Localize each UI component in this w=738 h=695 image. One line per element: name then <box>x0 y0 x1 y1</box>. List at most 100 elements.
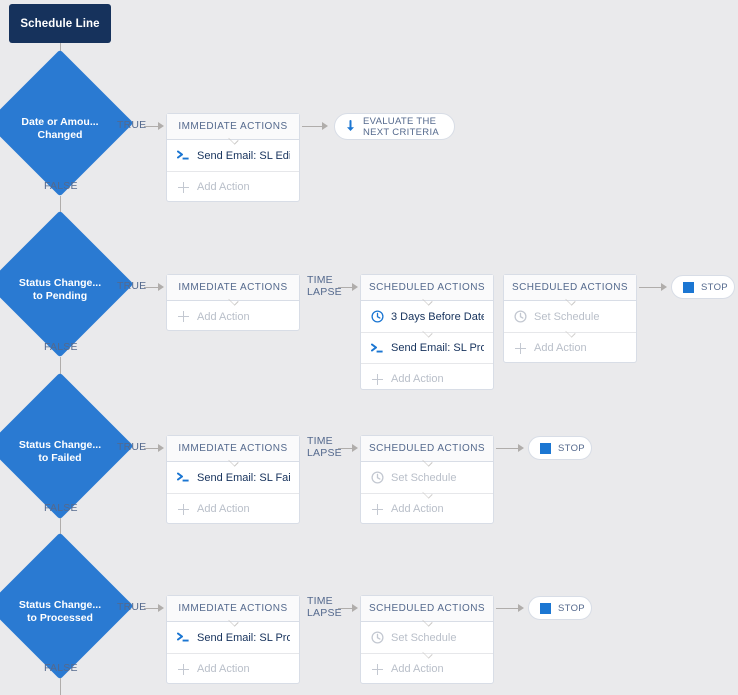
scheduled-actions-header-3: SCHEDULED ACTIONS <box>361 436 493 462</box>
stop-label: STOP <box>558 442 585 454</box>
start-node[interactable]: Schedule Line <box>9 4 111 43</box>
clock-icon <box>513 310 528 323</box>
add-action-button-2a[interactable]: Add Action <box>361 363 493 394</box>
apex-code-icon <box>176 632 191 643</box>
edge-label-true-4: TRUE <box>117 601 147 613</box>
connector-true-1 <box>144 126 160 127</box>
apex-code-icon <box>370 343 385 354</box>
immediate-actions-header-4: IMMEDIATE ACTIONS <box>167 596 299 622</box>
clock-icon <box>370 471 385 484</box>
stop-square-icon <box>540 602 551 614</box>
evaluate-next-criteria-label: EVALUATE THE NEXT CRITERIA <box>363 115 440 138</box>
clock-icon <box>370 310 385 323</box>
stop-button-2[interactable]: STOP <box>671 275 735 299</box>
plus-icon <box>513 342 528 354</box>
edge-label-true-1: TRUE <box>117 119 147 131</box>
stop-button-4[interactable]: STOP <box>528 596 592 620</box>
evaluate-next-criteria-button[interactable]: EVALUATE THE NEXT CRITERIA <box>334 113 455 140</box>
criteria-node-3[interactable] <box>0 372 134 520</box>
arrowhead-to-evaluate-1 <box>322 122 328 130</box>
set-schedule-button-3[interactable]: Set Schedule <box>361 462 493 493</box>
stop-square-icon <box>540 442 551 454</box>
immediate-actions-header-3: IMMEDIATE ACTIONS <box>167 436 299 462</box>
set-schedule-label: Set Schedule <box>391 471 457 484</box>
arrowhead-to-stop-3 <box>518 444 524 452</box>
immediate-actions-header-1: IMMEDIATE ACTIONS <box>167 114 299 140</box>
apex-code-icon <box>176 150 191 161</box>
arrow-down-icon <box>345 120 356 133</box>
arrowhead-time-lapse-2 <box>352 283 358 291</box>
add-action-button-2[interactable]: Add Action <box>167 301 299 332</box>
connector-to-evaluate-1 <box>302 126 324 127</box>
edge-label-time-lapse-4: TIME LAPSE <box>307 595 342 619</box>
add-action-button-2b[interactable]: Add Action <box>504 332 636 363</box>
plus-icon <box>176 181 191 193</box>
plus-icon <box>370 663 385 675</box>
clock-icon <box>370 631 385 644</box>
immediate-actions-header-2: IMMEDIATE ACTIONS <box>167 275 299 301</box>
plus-icon <box>176 503 191 515</box>
connector-time-lapse-4 <box>338 608 354 609</box>
arrowhead-time-lapse-4 <box>352 604 358 612</box>
action-item-4-1[interactable]: Send Email: SL Proc... <box>167 622 299 653</box>
add-action-button-1[interactable]: Add Action <box>167 171 299 202</box>
scheduled-actions-header-2b: SCHEDULED ACTIONS <box>504 275 636 301</box>
connector-time-lapse-3 <box>338 448 354 449</box>
add-action-button-4[interactable]: Add Action <box>167 653 299 684</box>
start-node-label: Schedule Line <box>20 17 100 30</box>
criteria-node-2[interactable] <box>0 210 134 358</box>
arrowhead-true-1 <box>158 122 164 130</box>
scheduled-actions-panel-2a: SCHEDULED ACTIONS 3 Days Before Date... … <box>360 274 494 390</box>
immediate-actions-panel-4: IMMEDIATE ACTIONS Send Email: SL Proc...… <box>166 595 300 684</box>
edge-label-false-4: FALSE <box>44 662 78 674</box>
apex-code-icon <box>176 472 191 483</box>
set-schedule-button-2b[interactable]: Set Schedule <box>504 301 636 332</box>
arrowhead-true-4 <box>158 604 164 612</box>
arrowhead-to-stop-4 <box>518 604 524 612</box>
action-item-label: Send Email: SL Proc... <box>391 342 484 354</box>
connector-time-lapse-2 <box>338 287 354 288</box>
add-action-label: Add Action <box>534 342 587 354</box>
stop-square-icon <box>683 281 694 293</box>
schedule-item-label: 3 Days Before Date... <box>391 310 484 323</box>
arrowhead-time-lapse-3 <box>352 444 358 452</box>
add-action-label: Add Action <box>197 663 250 675</box>
connector-true-2 <box>144 287 160 288</box>
schedule-item-2a[interactable]: 3 Days Before Date... <box>361 301 493 332</box>
action-item-2a-1[interactable]: Send Email: SL Proc... <box>361 332 493 363</box>
action-item-label: Send Email: SL Edit... <box>197 149 290 162</box>
stop-label: STOP <box>558 602 585 614</box>
scheduled-actions-header-2a: SCHEDULED ACTIONS <box>361 275 493 301</box>
edge-label-true-2: TRUE <box>117 280 147 292</box>
add-action-button-3[interactable]: Add Action <box>167 493 299 524</box>
connector-to-stop-4 <box>496 608 520 609</box>
action-item-1-1[interactable]: Send Email: SL Edit... <box>167 140 299 171</box>
set-schedule-button-4[interactable]: Set Schedule <box>361 622 493 653</box>
stop-label: STOP <box>701 281 728 293</box>
criteria-node-1[interactable] <box>0 49 134 197</box>
scheduled-actions-panel-3: SCHEDULED ACTIONS Set Schedule Add Actio… <box>360 435 494 524</box>
plus-icon <box>176 663 191 675</box>
arrowhead-true-2 <box>158 283 164 291</box>
add-action-button-4s[interactable]: Add Action <box>361 653 493 684</box>
set-schedule-label: Set Schedule <box>391 631 457 644</box>
add-action-button-3s[interactable]: Add Action <box>361 493 493 524</box>
scheduled-actions-panel-2b: SCHEDULED ACTIONS Set Schedule Add Actio… <box>503 274 637 363</box>
criteria-node-4[interactable] <box>0 532 134 680</box>
connector-to-stop-3 <box>496 448 520 449</box>
edge-label-false-1: FALSE <box>44 180 78 192</box>
add-action-label: Add Action <box>197 181 250 193</box>
action-item-label: Send Email: SL Proc... <box>197 631 290 644</box>
set-schedule-label: Set Schedule <box>534 310 600 323</box>
plus-icon <box>370 503 385 515</box>
edge-label-false-3: FALSE <box>44 502 78 514</box>
arrowhead-to-stop-2 <box>661 283 667 291</box>
action-item-3-1[interactable]: Send Email: SL Failed <box>167 462 299 493</box>
edge-label-true-3: TRUE <box>117 441 147 453</box>
add-action-label: Add Action <box>391 503 444 515</box>
stop-button-3[interactable]: STOP <box>528 436 592 460</box>
arrowhead-true-3 <box>158 444 164 452</box>
edge-label-time-lapse-2: TIME LAPSE <box>307 274 342 298</box>
add-action-label: Add Action <box>391 663 444 675</box>
